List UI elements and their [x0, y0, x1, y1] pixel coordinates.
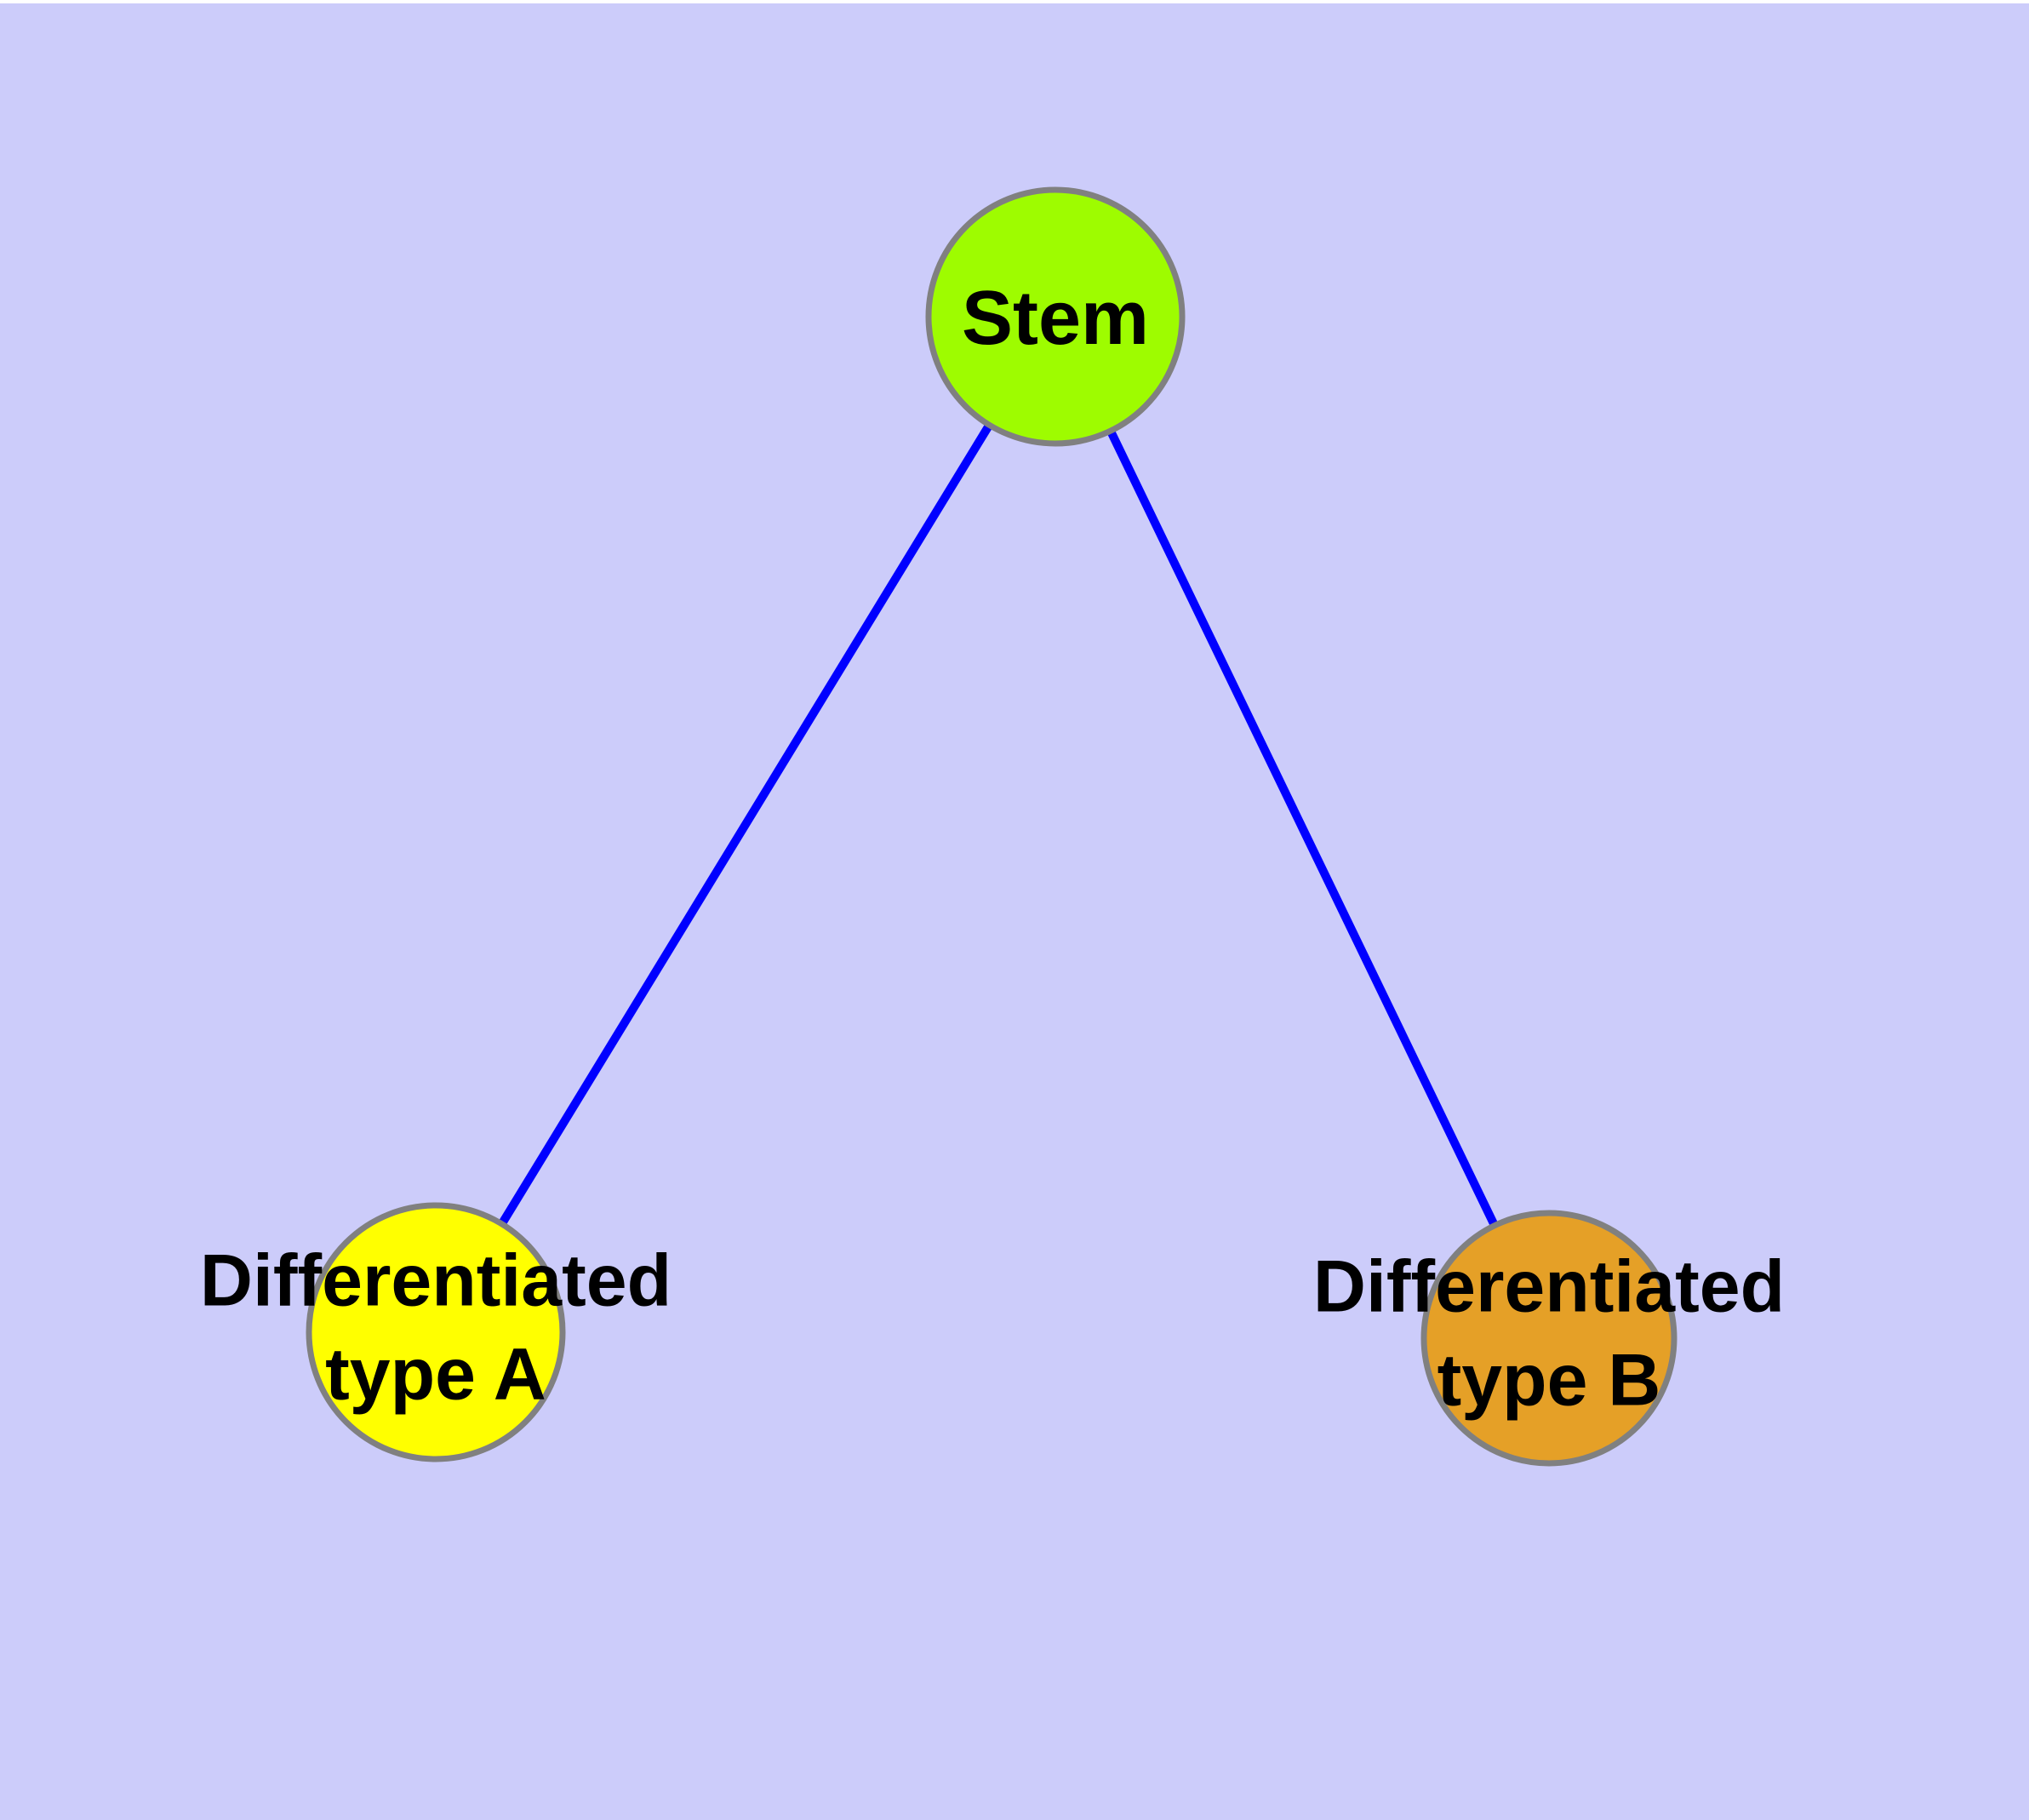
node-stem-circle[interactable]	[925, 186, 1186, 447]
node-stem-label: Stem	[962, 276, 1149, 361]
edge-layer	[432, 314, 1553, 1341]
edge-stem-to-differentiated-type-a[interactable]	[432, 314, 1060, 1335]
node-differentiated-type-b-circle[interactable]	[1420, 1210, 1677, 1467]
node-differentiated-type-b-label-line1: Differentiated	[1313, 1246, 1785, 1328]
node-differentiated-type-a-label-line2: type A	[325, 1334, 546, 1416]
node-differentiated-type-a-label-line1: Differentiated	[200, 1240, 672, 1322]
edge-stem-to-differentiated-type-b[interactable]	[1051, 314, 1553, 1341]
node-differentiated-type-b-label-line2: type B	[1437, 1340, 1661, 1422]
node-label-layer: Stem Differentiated type A Differentiate…	[200, 276, 1785, 1422]
node-circle-layer	[306, 186, 1677, 1467]
node-differentiated-type-a-circle[interactable]	[306, 1202, 566, 1462]
